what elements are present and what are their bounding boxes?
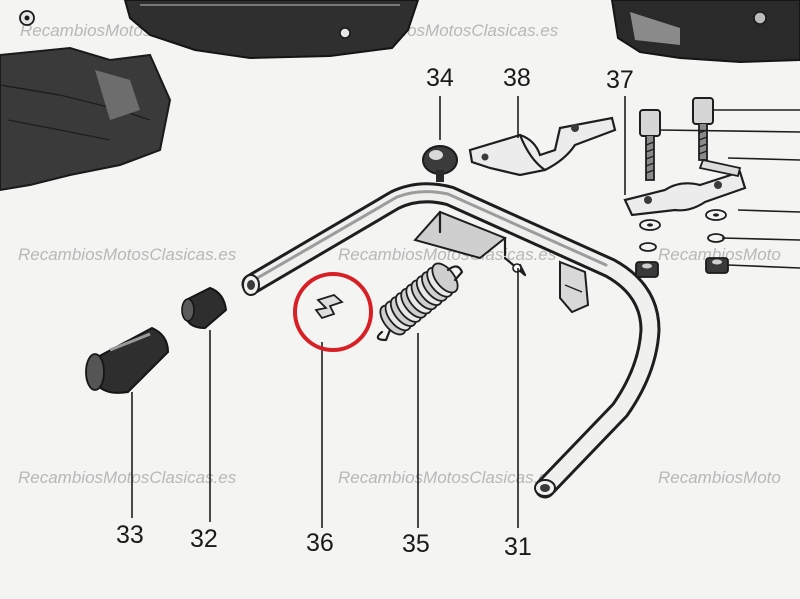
part-36-spring-clip: [314, 293, 344, 528]
label-38: 38: [503, 64, 531, 92]
label-33: 33: [116, 521, 144, 549]
spring-coil: [431, 262, 459, 294]
casing-top-center: [123, 0, 420, 60]
part-33-rubber-grip: [85, 326, 170, 518]
label-35: 35: [402, 530, 430, 558]
part-37-fastener-kit: [623, 96, 800, 278]
part-31-stand-bar: [241, 182, 661, 499]
label-34: 34: [426, 64, 454, 92]
watermark-bottom-center: RecambiosMotosClasicas.es: [338, 468, 557, 487]
label-32: 32: [190, 525, 218, 553]
part-34-knob: [422, 96, 458, 182]
watermark-mid-right: RecambiosMoto: [658, 245, 781, 264]
watermark-bottom-right: RecambiosMoto: [658, 468, 781, 487]
label-31: 31: [504, 533, 532, 561]
watermark-bottom-left: RecambiosMotosClasicas.es: [18, 468, 237, 487]
frame-bracket-top-left: [0, 10, 172, 192]
casing-top-right: [610, 0, 800, 64]
label-36: 36: [306, 529, 334, 557]
watermark-mid-left: RecambiosMotosClasicas.es: [18, 245, 237, 264]
watermark-mid-center: RecambiosMotosClasicas.es: [338, 245, 557, 264]
part-32-rubber-cap: [181, 286, 228, 522]
part-38-clamp-bracket: [468, 96, 617, 177]
part-35-coil-spring: [376, 262, 464, 528]
highlight-circle-part-36: [293, 272, 373, 352]
label-37: 37: [606, 66, 634, 94]
